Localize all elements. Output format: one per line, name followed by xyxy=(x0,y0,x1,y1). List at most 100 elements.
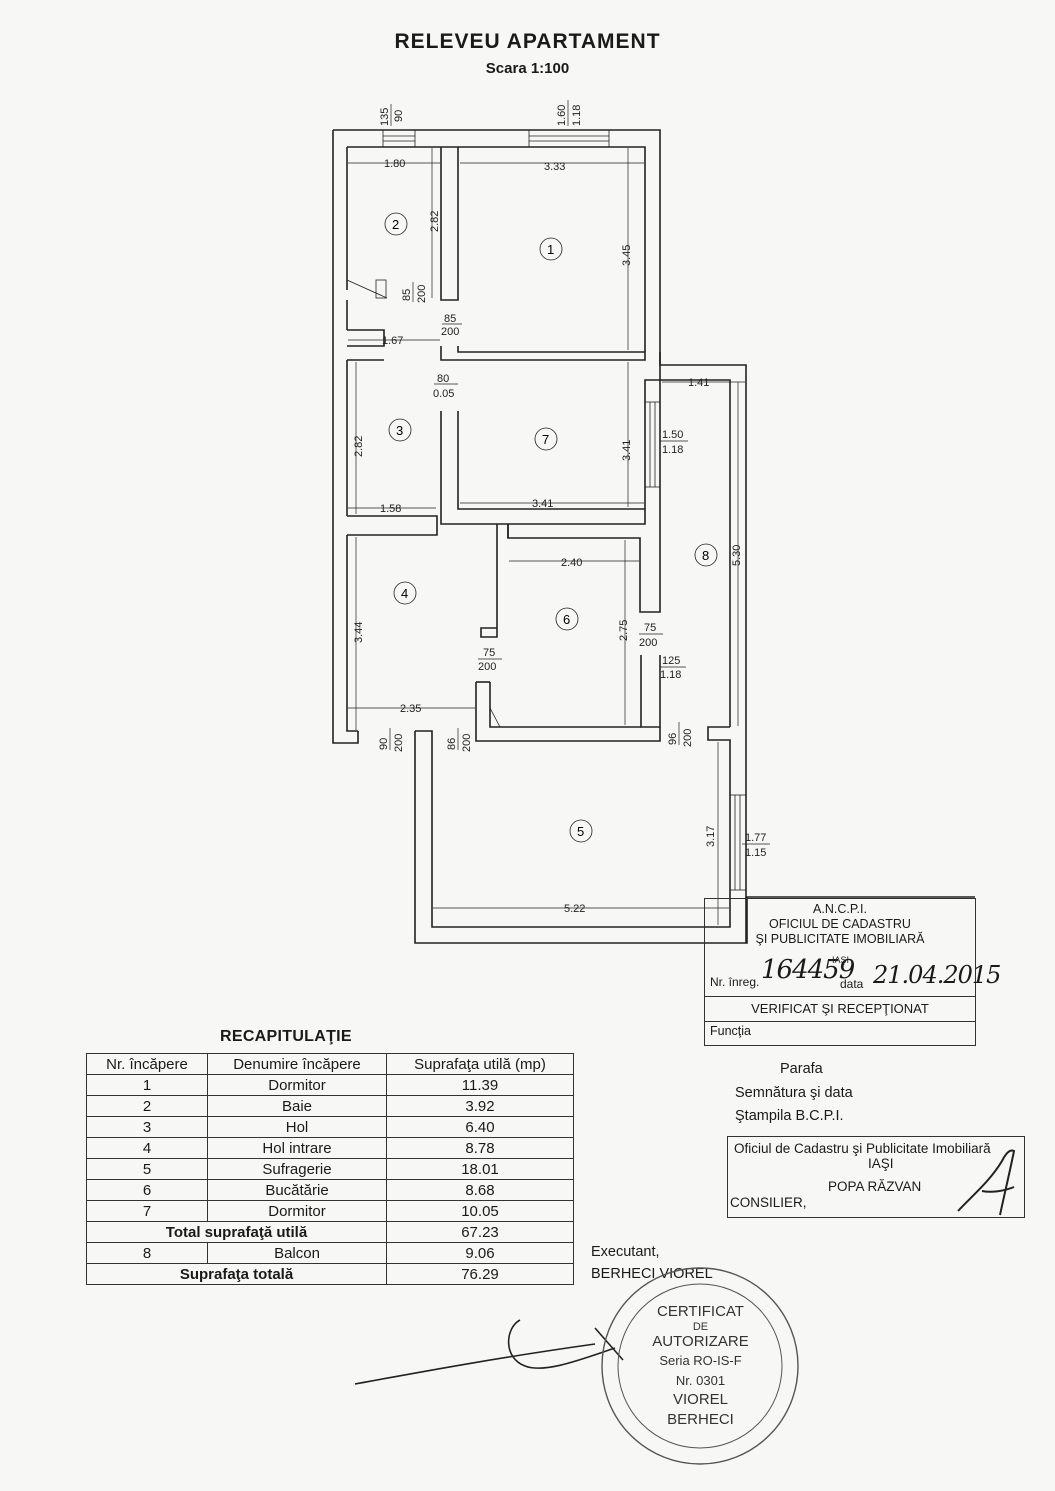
dim-text: 1.67 xyxy=(382,335,403,347)
seal-line: BERHECI xyxy=(667,1410,734,1428)
stamp-label: Ştampila B.C.P.I. xyxy=(735,1108,844,1124)
dim-text: 3.41 xyxy=(621,440,633,461)
ocpi-signature xyxy=(957,1149,1016,1216)
table-row: 1 Dormitor 11.39 xyxy=(86,1074,574,1096)
room-number: 8 xyxy=(702,548,709,563)
room-name: Dormitor xyxy=(207,1200,387,1222)
executant-label: Executant, xyxy=(591,1244,660,1260)
registration-label: Nr. înreg. xyxy=(710,975,760,989)
total-util-value: 67.23 xyxy=(386,1221,574,1243)
room-name: Dormitor xyxy=(207,1074,387,1096)
dim-text: 3.45 xyxy=(621,245,633,266)
table-row: 6 Bucătărie 8.68 xyxy=(86,1179,574,1201)
dim-text: 1.60 xyxy=(556,105,568,126)
doors xyxy=(346,279,501,728)
ocpi-stamp: Oficiul de Cadastru şi Publicitate Imobi… xyxy=(727,1136,1025,1218)
dim-text: 1.18 xyxy=(660,669,681,681)
ocpi-city: IAŞI xyxy=(868,1156,894,1171)
recap-table: Nr. încăpere Denumire încăpere Suprafaţa… xyxy=(86,1053,574,1285)
registration-number: 164459 xyxy=(761,955,855,985)
dim-text: 1.15 xyxy=(745,847,766,859)
dim-text: 2.75 xyxy=(618,620,630,641)
table-row: 2 Baie 3.92 xyxy=(86,1095,574,1117)
room-nr: 4 xyxy=(86,1137,208,1159)
ocpi-office: Oficiul de Cadastru şi Publicitate Imobi… xyxy=(734,1141,991,1156)
room-area: 10.05 xyxy=(386,1200,574,1222)
recap-title: RECAPITULAŢIE xyxy=(220,1028,352,1045)
column-header: Suprafaţa utilă (mp) xyxy=(386,1053,574,1075)
dim-text: 1.77 xyxy=(745,832,766,844)
room-area: 8.78 xyxy=(386,1137,574,1159)
seal-rings xyxy=(601,1267,799,1465)
ocpi-officer-role: CONSILIER, xyxy=(730,1195,807,1210)
room-area: 6.40 xyxy=(386,1116,574,1138)
total-label: Suprafaţa totală xyxy=(86,1263,387,1285)
room-number: 3 xyxy=(396,423,403,438)
dim-text: 3.33 xyxy=(544,161,565,173)
verified-label: VERIFICAT ŞI RECEPŢIONAT xyxy=(705,996,975,1022)
room-nr: 6 xyxy=(86,1179,208,1201)
table-header-row: Nr. încăpere Denumire încăpere Suprafaţa… xyxy=(86,1053,574,1075)
dim-text: 80 xyxy=(437,373,449,385)
date-label: data xyxy=(840,977,864,991)
dimension-lines xyxy=(348,148,745,925)
interior-walls xyxy=(347,147,661,742)
dim-text: 5.22 xyxy=(564,903,585,915)
room-number: 5 xyxy=(577,824,584,839)
dim-text: 200 xyxy=(441,326,459,338)
column-header: Denumire încăpere xyxy=(207,1053,387,1075)
room-name: Balcon xyxy=(207,1242,387,1264)
dim-text: 1.41 xyxy=(688,377,709,389)
dim-text: 75 xyxy=(483,647,495,659)
total-util-label: Total suprafaţă utilă xyxy=(86,1221,387,1243)
dim-text: 96 xyxy=(667,733,679,745)
room-name: Hol intrare xyxy=(207,1137,387,1159)
ocpi-officer-name: POPA RĂZVAN xyxy=(828,1179,922,1194)
dim-text: 1.18 xyxy=(571,105,583,126)
room-markers: 1 2 3 4 5 6 7 8 xyxy=(384,212,718,843)
exterior-walls xyxy=(332,129,975,944)
ancpi-title: A.N.C.P.I. xyxy=(813,902,867,916)
dim-text: 125 xyxy=(662,655,680,667)
room-name: Hol xyxy=(207,1116,387,1138)
seal-line: DE xyxy=(692,1320,709,1333)
windows xyxy=(382,129,747,891)
dim-text: 86 xyxy=(446,738,458,750)
room-area: 9.06 xyxy=(386,1242,574,1264)
dim-text: 0.05 xyxy=(433,388,454,400)
room-area: 8.68 xyxy=(386,1179,574,1201)
room-name: Baie xyxy=(207,1095,387,1117)
ancpi-office: OFICIUL DE CADASTRU xyxy=(769,917,911,931)
floor-plan: 1.80 3.33 2.82 3.45 85 200 1.67 80 0.05 … xyxy=(332,100,975,944)
room-number: 1 xyxy=(547,242,554,257)
dim-text: 200 xyxy=(393,734,405,752)
function-label: Funcţia xyxy=(710,1024,751,1038)
table-row: 3 Hol 6.40 xyxy=(86,1116,574,1138)
room-name: Sufragerie xyxy=(207,1158,387,1180)
total-util-row: Total suprafaţă utilă 67.23 xyxy=(86,1221,574,1243)
dim-text: 85 xyxy=(401,289,413,301)
room-number: 4 xyxy=(401,586,408,601)
room-area: 11.39 xyxy=(386,1074,574,1096)
room-nr: 8 xyxy=(86,1242,208,1264)
table-row: 7 Dormitor 10.05 xyxy=(86,1200,574,1222)
dim-text: 1.18 xyxy=(662,444,683,456)
seal-line: Nr. 0301 xyxy=(675,1372,726,1388)
scale-label: Scara 1:100 xyxy=(485,60,570,77)
room-nr: 3 xyxy=(86,1116,208,1138)
dim-text: 90 xyxy=(393,110,405,122)
table-row: 4 Hol intrare 8.78 xyxy=(86,1137,574,1159)
room-nr: 1 xyxy=(86,1074,208,1096)
room-number: 2 xyxy=(392,217,399,232)
total-row: Suprafaţa totală 76.29 xyxy=(86,1263,574,1285)
room-nr: 7 xyxy=(86,1200,208,1222)
dim-text: 200 xyxy=(461,734,473,752)
registration-date: 21.04.2015 xyxy=(873,961,1001,989)
dim-text: 3.41 xyxy=(532,498,553,510)
dim-text: 3.17 xyxy=(705,826,717,847)
room-area: 3.92 xyxy=(386,1095,574,1117)
dim-text: 200 xyxy=(639,637,657,649)
seal-line: CERTIFICAT xyxy=(657,1303,744,1320)
room-name: Bucătărie xyxy=(207,1179,387,1201)
room-number: 6 xyxy=(563,612,570,627)
